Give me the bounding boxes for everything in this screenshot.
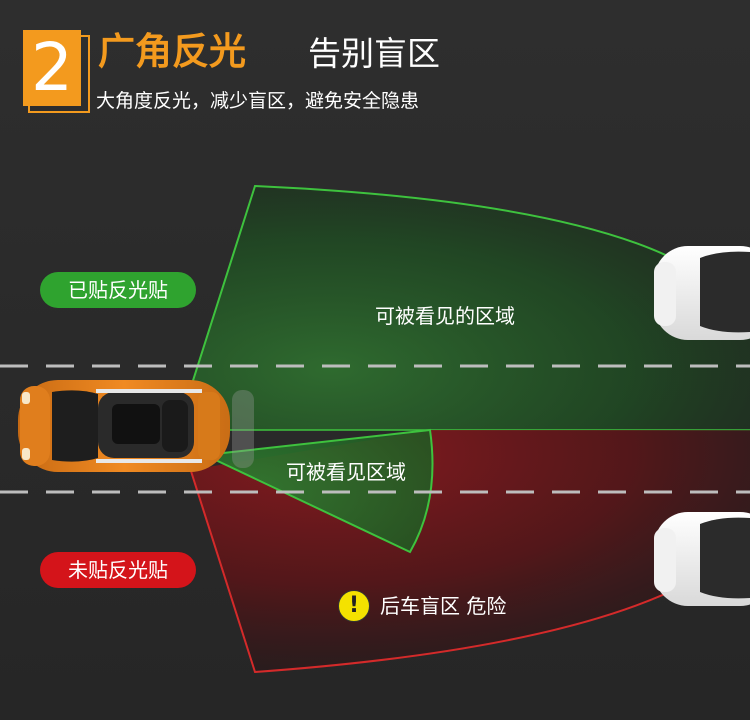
with-sticker-badge: 已贴反光贴 [40, 272, 196, 308]
white-car-top [654, 246, 750, 340]
visible-area-narrow-label: 可被看见区域 [286, 460, 406, 484]
step-number: 2 [23, 30, 81, 106]
header: 2 广角反光 告别盲区 大角度反光，减少盲区，避免安全隐患 [0, 0, 750, 130]
visible-area-wide-label: 可被看见的区域 [375, 304, 515, 328]
title-rest: 告别盲区 [308, 34, 440, 73]
without-sticker-badge: 未贴反光贴 [40, 552, 196, 588]
title-highlight: 广角反光 [98, 30, 246, 73]
blind-spot-danger-label: 后车盲区 危险 [380, 594, 507, 618]
visible-area-wide [190, 186, 750, 430]
exclamation-circle-icon: ! [338, 590, 370, 622]
subtitle: 大角度反光，减少盲区，避免安全隐患 [96, 90, 420, 112]
orange-car [18, 380, 254, 472]
visible-area-narrow [205, 430, 433, 552]
white-car-bottom [654, 512, 750, 606]
